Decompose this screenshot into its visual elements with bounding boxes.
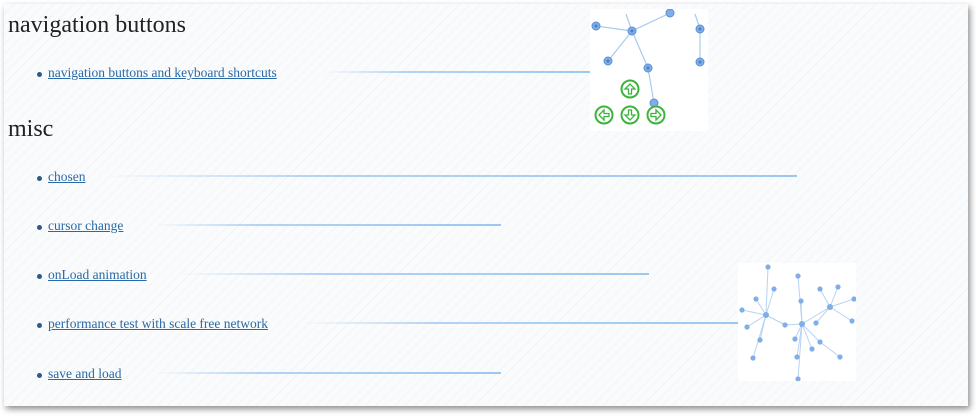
example-link-chosen[interactable]: chosen (48, 169, 86, 184)
hover-line (324, 71, 592, 73)
nav-buttons-overlay (594, 79, 666, 125)
section-title-navigation-buttons: navigation buttons (8, 12, 186, 38)
bullet (37, 273, 42, 279)
hover-line (154, 372, 501, 374)
scale-free-network-image (739, 264, 857, 382)
example-link-navigation-buttons[interactable]: navigation buttons and keyboard shortcut… (48, 65, 277, 80)
bullet (37, 224, 42, 230)
hover-line (304, 322, 739, 324)
list-item: cursor change (37, 217, 123, 235)
bullet (37, 175, 42, 181)
example-link-save-and-load[interactable]: save and load (48, 366, 122, 381)
example-link-onload-animation[interactable]: onLoad animation (48, 267, 147, 282)
arrow-down-icon (620, 105, 640, 125)
bullet (37, 322, 42, 328)
list-item: navigation buttons and keyboard shortcut… (37, 64, 277, 82)
network-graph-image (591, 8, 705, 108)
arrow-up-icon (620, 79, 640, 99)
hover-line (179, 273, 649, 275)
bullet (37, 372, 42, 378)
arrow-left-icon (594, 105, 614, 125)
hover-line (154, 224, 501, 226)
navigation-thumbnail (590, 8, 708, 131)
example-link-cursor-change[interactable]: cursor change (48, 218, 124, 233)
list-item: save and load (37, 365, 121, 383)
example-link-performance-test[interactable]: performance test with scale free network (48, 316, 269, 331)
section-title-misc: misc (8, 116, 54, 142)
arrow-right-icon (646, 105, 666, 125)
examples-page: navigation buttons navigation buttons an… (4, 4, 968, 406)
hover-line (104, 175, 797, 177)
list-item: performance test with scale free network (37, 315, 268, 333)
performance-thumbnail (738, 263, 857, 382)
bullet (37, 71, 42, 77)
list-item: chosen (37, 168, 86, 186)
list-item: onLoad animation (37, 266, 147, 284)
